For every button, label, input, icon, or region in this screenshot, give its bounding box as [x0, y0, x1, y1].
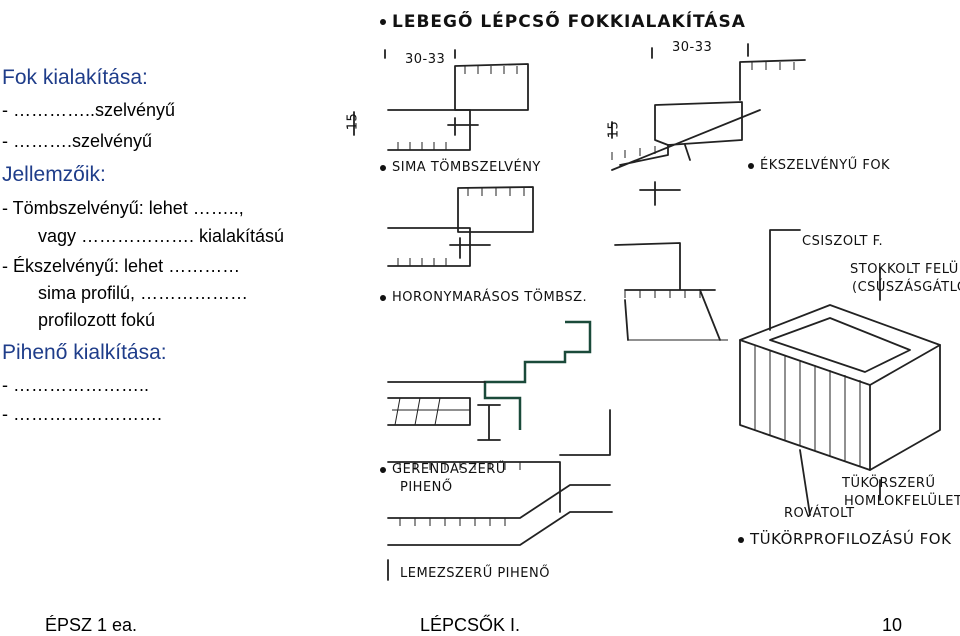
- bullet-line-7: profilozott fokú: [38, 310, 156, 330]
- heading-jellemzoik: Jellemzőik:: [2, 163, 106, 186]
- sketch-gerendaszeru-piheno: [387, 320, 611, 513]
- label-gerendaszeru-2: PIHENŐ: [400, 480, 453, 495]
- sketch-horonymarasos: [387, 186, 534, 267]
- sketch-lemezszeru-piheno: [387, 484, 613, 581]
- bullet-line-6: sima profilú, ………………: [38, 283, 249, 303]
- dim-label-1: 30-33: [405, 52, 446, 67]
- label-tukorprofilozasu: TÜKÖRPROFILOZÁSÚ FOK: [738, 530, 951, 548]
- sketch-horony-steps: [614, 242, 728, 341]
- bullet-line-4: vagy ………………. kialakítású: [38, 226, 285, 246]
- dim-label-4: 15: [606, 120, 622, 139]
- bullet-line-2: - ……….szelvényű: [2, 131, 153, 151]
- bullet-line-1: - …………..szelvényű: [2, 100, 176, 120]
- bullet-line-3: - Tömbszelvényű: lehet ……..,: [2, 198, 244, 218]
- label-lemezszeru-piheno: LEMEZSZERŰ PIHENŐ: [400, 566, 550, 581]
- label-stokkolt-2: (CSÚSZÁSGÁTLÓ): [852, 280, 960, 295]
- footer-title: LÉPCSŐK I.: [420, 615, 521, 635]
- label-tukorszeru-1: TÜKÖRSZERŰ: [842, 476, 936, 491]
- dim-label-2: 30-33: [672, 40, 713, 55]
- label-gerendaszeru-1: GERENDASZERŰ: [380, 462, 506, 477]
- label-ekszelvenyu-fok: ÉKSZELVÉNYŰ FOK: [748, 158, 890, 173]
- bullet-line-5: - Ékszelvényű: lehet …………: [2, 256, 241, 276]
- sketch-sima-tombszelveny: [353, 49, 529, 151]
- footer-course: ÉPSZ 1 ea.: [45, 615, 138, 635]
- label-sima-tombszelveny: SIMA TÖMBSZELVÉNY: [380, 160, 541, 175]
- heading-piheno-kialakitasa: Pihenő kialkítása:: [2, 341, 167, 364]
- sketch-ekszelvenyu-fok: [611, 43, 806, 206]
- sketch-tukorprofilozasu-fok: [739, 229, 941, 516]
- label-tukorszeru-2: HOMLOKFELÜLET: [844, 494, 960, 509]
- page-number: 10: [882, 615, 903, 635]
- label-stokkolt-1: STOKKOLT FELÜLE: [850, 262, 960, 277]
- bullet-line-9: - …………………….: [2, 404, 162, 424]
- dim-label-3: 15: [345, 112, 361, 131]
- label-rovatolt: ROVÁTOLT: [784, 506, 855, 521]
- bullet-line-8: - …………………..: [2, 375, 149, 395]
- sketch-title: LEBEGŐ LÉPCSŐ FOKKIALAKÍTÁSA: [380, 12, 746, 32]
- heading-fok-kialakitasa: Fok kialakítása:: [2, 66, 148, 89]
- label-csiszolt: CSISZOLT F.: [802, 234, 884, 249]
- label-horonymarasos: HORONYMARÁSOS TÖMBSZ.: [380, 290, 587, 305]
